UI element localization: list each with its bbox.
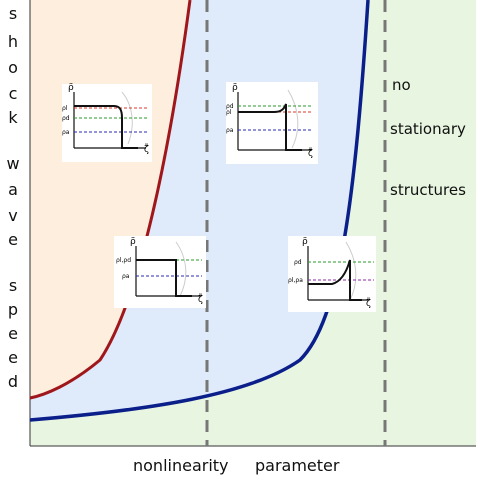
- inset-3-rho-a: ρa: [122, 273, 130, 280]
- y-label-letter: v: [8, 206, 18, 225]
- inset-3-axis-rho: ρ̃: [130, 237, 136, 247]
- inset-1-rho-l: ρl: [62, 105, 68, 112]
- region-label-stationary: stationary: [390, 120, 466, 138]
- y-label-letter: d: [7, 372, 19, 391]
- inset-2-axis-rho: ρ̃: [232, 83, 238, 93]
- y-label-letter: o: [8, 58, 18, 77]
- y-label-letter: k: [8, 108, 18, 127]
- y-label-letter: w: [6, 154, 20, 173]
- inset-3-rho-l-rho-d: ρl,ρd: [116, 257, 131, 264]
- region-label-structures: structures: [390, 181, 466, 199]
- inset-4-rho-d: ρd: [294, 259, 302, 266]
- inset-2-rho-l: ρl: [226, 109, 232, 116]
- x-axis-label-word-2: parameter: [255, 456, 340, 475]
- inset-1-rho-d: ρd: [62, 115, 70, 122]
- inset-1-axis-zeta: ζ̃: [144, 143, 149, 155]
- y-label-letter: s: [8, 276, 18, 295]
- x-axis-label-word-1: nonlinearity: [133, 456, 229, 475]
- y-label-letter: e: [8, 348, 18, 367]
- inset-profile-3: ρ̃ ζ̃ ρl,ρd ρa: [114, 236, 206, 308]
- inset-2-rho-a: ρa: [226, 127, 234, 134]
- inset-4-axis-zeta: ζ̃: [366, 297, 371, 309]
- y-label-letter: e: [8, 324, 18, 343]
- left-boundary-curve: [29, 0, 192, 400]
- inset-profile-1: ρ̃ ζ̃ ρl ρd ρa: [62, 83, 152, 162]
- y-label-letter: a: [8, 180, 18, 199]
- y-label-letter: p: [7, 300, 19, 319]
- inset-profile-4: ρ̃ ζ̃ ρd ρl,ρa: [288, 236, 376, 312]
- region-label-no: no: [392, 76, 411, 94]
- inset-4-axis-rho: ρ̃: [302, 237, 308, 247]
- y-label-letter: s: [8, 4, 18, 23]
- inset-3-axis-zeta: ζ̃: [198, 293, 203, 305]
- inset-1-axis-rho: ρ̃: [68, 83, 74, 93]
- inset-2-rho-d: ρd: [226, 103, 234, 110]
- inset-profile-2: ρ̃ ζ̃ ρd ρl ρa: [226, 82, 318, 164]
- y-label-letter: h: [7, 32, 19, 51]
- inset-4-rho-l-rho-a: ρl,ρa: [288, 277, 303, 284]
- y-label-letter: e: [8, 230, 18, 249]
- right-boundary-curve: [29, 0, 370, 422]
- inset-2-axis-zeta: ζ̃: [308, 147, 313, 159]
- y-label-letter: c: [8, 84, 18, 103]
- inset-1-rho-a: ρa: [62, 129, 70, 136]
